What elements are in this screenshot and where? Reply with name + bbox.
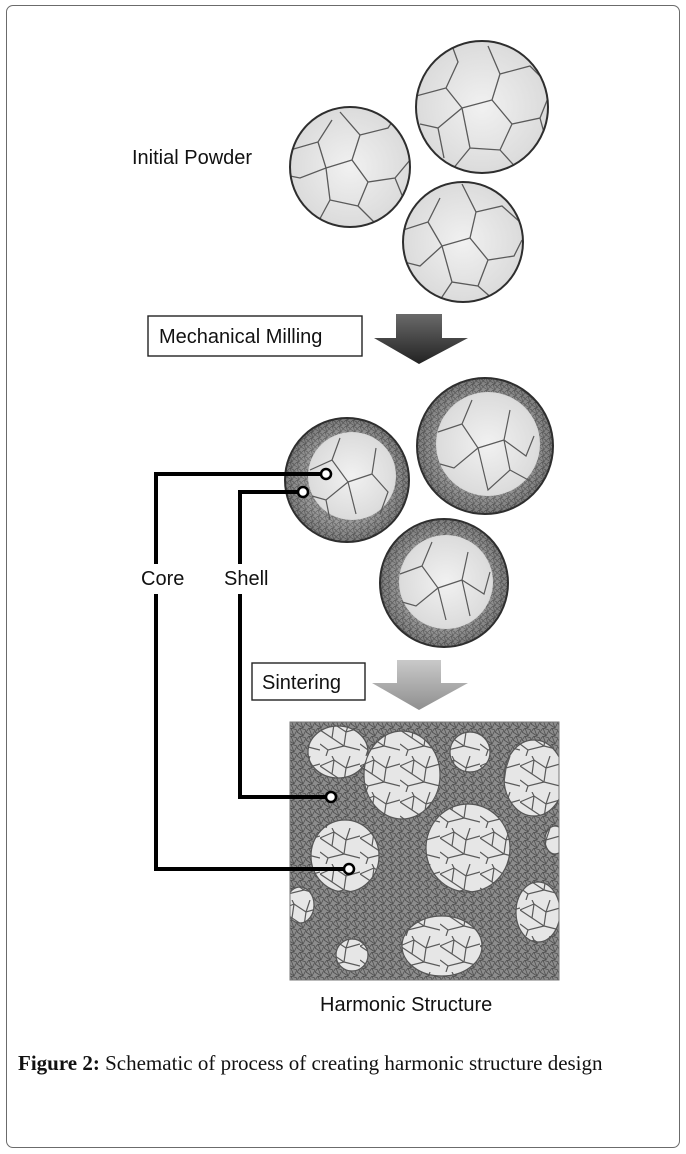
core-marker-structure xyxy=(342,862,356,876)
mechanical-milling-label: Mechanical Milling xyxy=(159,326,322,348)
milled-particle xyxy=(284,417,410,543)
down-arrow-light-icon xyxy=(372,660,468,710)
initial-powder-particle xyxy=(402,181,524,303)
sintering-box xyxy=(251,662,366,701)
harmonic-structure-label: Harmonic Structure xyxy=(320,994,492,1016)
milled-particle xyxy=(379,518,509,648)
shell-connector xyxy=(238,485,338,804)
mechanical-milling-box xyxy=(147,315,363,357)
caption-text: Schematic of process of creating harmoni… xyxy=(105,1051,603,1075)
shell-label: Shell xyxy=(224,568,268,590)
sintering-label: Sintering xyxy=(262,672,341,694)
figure-caption: Figure 2: Schematic of process of creati… xyxy=(18,1050,670,1077)
shell-marker-structure xyxy=(324,790,338,804)
initial-powder-label: Initial Powder xyxy=(132,147,252,169)
figure-number: Figure 2: xyxy=(18,1051,100,1075)
initial-powder-particle xyxy=(415,40,549,174)
schematic-diagram: Initial Powder Mechanical Milling xyxy=(132,40,560,1016)
harmonic-structure-image xyxy=(289,721,560,981)
down-arrow-dark-icon xyxy=(374,314,468,364)
core-marker-particle xyxy=(319,467,333,481)
shell-marker-particle xyxy=(296,485,310,499)
core-label: Core xyxy=(141,568,184,590)
milled-particle xyxy=(416,377,554,515)
initial-powder-particle xyxy=(289,106,411,228)
core-connector xyxy=(154,467,356,876)
mechanical-milling-step: Mechanical Milling xyxy=(147,314,468,364)
sintering-step: Sintering xyxy=(251,660,468,710)
